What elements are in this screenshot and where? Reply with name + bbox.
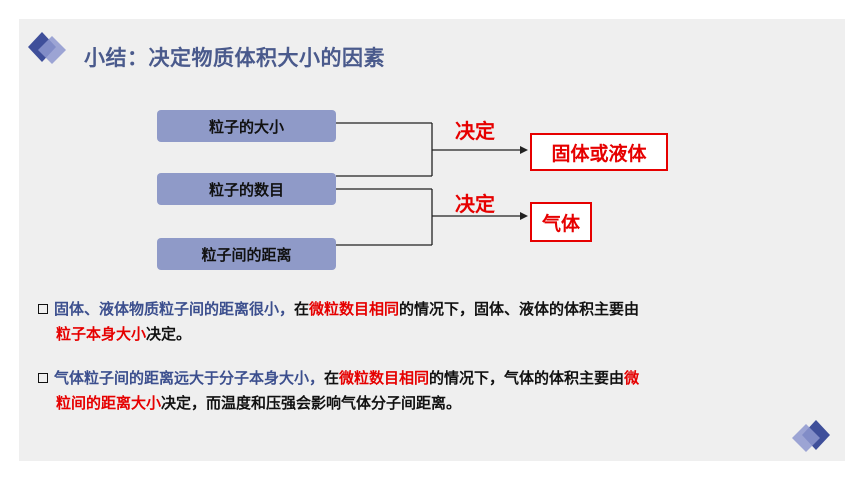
decide-label-solid-liquid: 决定 (455, 119, 495, 143)
bullet2-red2b: 粒间的距离大小 (56, 394, 162, 412)
bullet2-p1: 在 (324, 369, 340, 387)
bullet2-p3: 决定，而温度和压强会影响气体分子间距离。 (161, 394, 462, 412)
bullet2-lead: 气体粒子间的距离远大于分子本身大小， (54, 369, 325, 387)
decide-label-gas: 决定 (455, 192, 495, 216)
bullet2-p2: 的情况下，气体的体积主要由 (429, 369, 625, 387)
diamond-logo-icon (28, 32, 66, 64)
bullet2-red2a: 微 (624, 369, 640, 387)
bullet-solid-liquid: 固体、液体物质粒子间的距离很小，在微粒数目相同的情况下，固体、液体的体积主要由 … (38, 297, 838, 347)
bullet1-red2: 粒子本身大小 (56, 325, 147, 343)
checkbox-square-icon (38, 304, 48, 314)
bullet1-p3: 决定。 (146, 325, 192, 343)
checkbox-square-icon (38, 373, 48, 383)
result-solid-or-liquid: 固体或液体 (530, 133, 668, 171)
factor-particle-distance: 粒子间的距离 (157, 238, 336, 270)
factor-particle-size: 粒子的大小 (157, 110, 336, 142)
bullet-gas: 气体粒子间的距离远大于分子本身大小，在微粒数目相同的情况下，气体的体积主要由微 … (38, 366, 838, 416)
factor-particle-count: 粒子的数目 (157, 173, 336, 205)
bullet2-red1: 微粒数目相同 (339, 369, 430, 387)
page-title: 小结：决定物质体积大小的因素 (84, 46, 385, 70)
bullet1-p1: 在 (294, 300, 310, 318)
bullet1-lead: 固体、液体物质粒子间的距离很小， (54, 300, 295, 318)
bullet1-red1: 微粒数目相同 (309, 300, 400, 318)
diamond-corner-icon (792, 420, 830, 452)
result-gas: 气体 (530, 202, 592, 242)
bullet1-p2: 的情况下，固体、液体的体积主要由 (399, 300, 640, 318)
